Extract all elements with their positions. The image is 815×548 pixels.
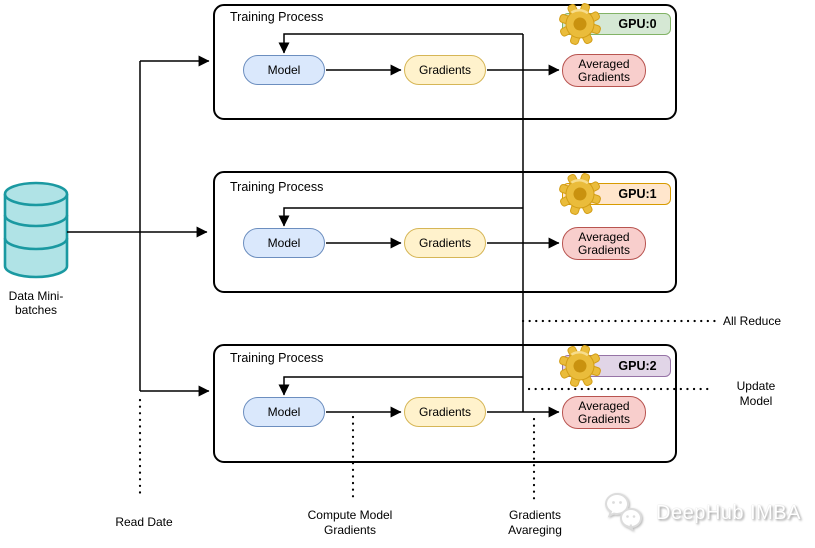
compute-model-gradients-label: Compute Model Gradients [307,508,393,537]
gradients-label: Gradients [418,235,472,250]
read-date-label: Read Date [115,515,173,529]
gradients-label: Gradients [418,404,472,419]
gpu2-badge: GPU:2 [562,355,671,377]
gradients-node-gpu1: Gradients [404,228,486,258]
averaged-gradients-node-gpu0: Averaged Gradients [562,54,646,87]
gpu2-badge-label: GPU:2 [618,359,657,373]
watermark-text: DeepHub IMBA [656,501,801,524]
database-icon [3,181,69,279]
all-reduce-label: All Reduce [723,314,782,328]
model-label: Model [267,235,301,250]
averaged-gradients-node-gpu1: Averaged Gradients [562,227,646,260]
watermark: DeepHub IMBA [603,492,801,534]
database-label: Data Mini-batches [8,289,64,317]
gradients-node-gpu2: Gradients [404,397,486,427]
gpu1-badge-label: GPU:1 [618,187,657,201]
averaged-gradients-label: Averaged Gradients [577,56,631,84]
averaged-gradients-label: Averaged Gradients [577,398,631,426]
process-title-gpu2: Training Process [230,351,324,365]
process-title-gpu0: Training Process [230,10,324,24]
gpu0-badge-label: GPU:0 [618,17,657,31]
model-node-gpu1: Model [243,228,325,258]
gpu0-badge: GPU:0 [562,13,671,35]
model-label: Model [267,62,301,77]
gpu1-badge: GPU:1 [562,183,671,205]
update-model-label: Update Model [736,379,776,408]
model-node-gpu2: Model [243,397,325,427]
model-node-gpu0: Model [243,55,325,85]
gradients-label: Gradients [418,62,472,77]
averaged-gradients-label: Averaged Gradients [577,229,631,257]
chat-bubbles-icon [604,493,642,532]
model-label: Model [267,404,301,419]
gradients-node-gpu0: Gradients [404,55,486,85]
process-title-gpu1: Training Process [230,180,324,194]
gradients-averaging-label: Gradients Avareging [508,508,562,537]
averaged-gradients-node-gpu2: Averaged Gradients [562,396,646,429]
